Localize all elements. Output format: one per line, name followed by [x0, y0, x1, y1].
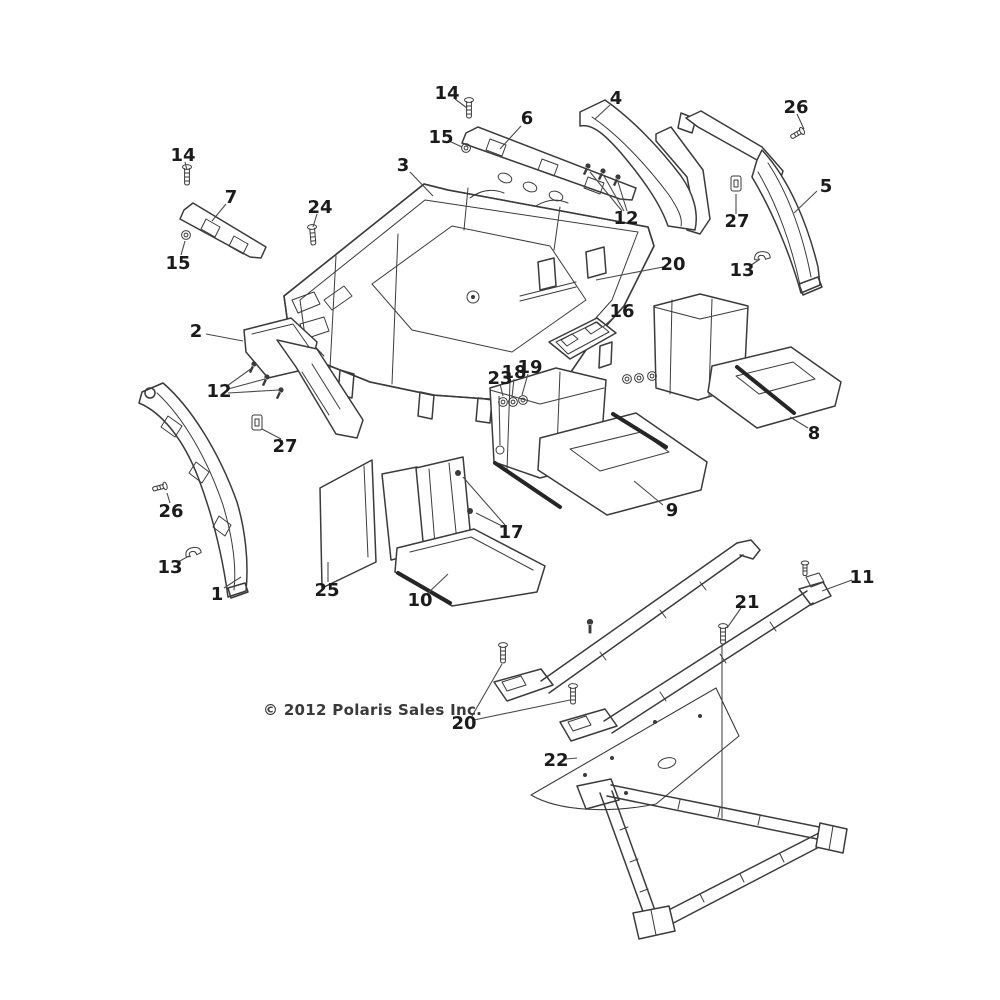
- callout-13-left: 13: [157, 557, 182, 578]
- callout-25: 25: [314, 580, 339, 601]
- callout-15-left: 15: [165, 253, 190, 274]
- callout-9: 9: [666, 500, 679, 521]
- part-22-lower-panel: [530, 645, 740, 819]
- callout-21: 21: [734, 592, 759, 613]
- part-2-fender-panel: [243, 317, 364, 439]
- callout-13-right: 13: [729, 260, 754, 281]
- bolt-17-a: [455, 470, 461, 476]
- bolt-12-left-3: [274, 386, 285, 400]
- callout-15-top: 15: [428, 127, 453, 148]
- part-16-bracket-plate: [548, 317, 617, 360]
- callout-18: 18: [501, 362, 526, 383]
- callout-4: 4: [610, 88, 623, 109]
- callout-26-right: 26: [783, 97, 808, 118]
- part-9-floor-panel: [489, 367, 708, 516]
- bolt-20-a: [498, 642, 508, 664]
- a-frame-support: [576, 778, 848, 940]
- fasteners: [151, 97, 810, 705]
- callout-14-top: 14: [434, 83, 459, 104]
- callout-7: 7: [225, 187, 238, 208]
- callout-22: 22: [543, 750, 568, 771]
- part-4-fender-panel: [579, 99, 711, 235]
- bolt-14-left: [182, 164, 192, 186]
- hook-13-left: [184, 545, 203, 560]
- leader-lines: [166, 98, 853, 760]
- copyright-text: © 2012 Polaris Sales Inc.: [263, 701, 483, 719]
- callout-17: 17: [498, 522, 523, 543]
- part-5-fender-support: [677, 110, 823, 296]
- callout-5: 5: [820, 176, 833, 197]
- callout-12-right: 12: [613, 208, 638, 229]
- bolt-21: [718, 623, 728, 645]
- bolt-rail-end: [800, 560, 810, 577]
- callout-19: 19: [517, 357, 542, 378]
- bolt-24: [306, 223, 319, 246]
- callout-11: 11: [849, 567, 874, 588]
- bolt-rail-mid: [586, 618, 594, 634]
- bolt-20-b: [568, 683, 578, 705]
- callout-10: 10: [407, 590, 432, 611]
- part-1-fender-support: [138, 382, 249, 599]
- part-6-support-rail: [461, 126, 637, 201]
- callout-27-right: 27: [724, 211, 749, 232]
- bolt-26-left: [151, 481, 169, 494]
- washer-right-2: [634, 373, 644, 383]
- callout-26-left: 26: [158, 501, 183, 522]
- clip-27-left: [251, 414, 263, 431]
- washer-right-1: [622, 374, 632, 384]
- callout-20-right: 20: [660, 254, 685, 275]
- callout-14-left: 14: [170, 145, 195, 166]
- callout-27-left: 27: [272, 436, 297, 457]
- bolt-26-right: [788, 126, 807, 142]
- callout-12-left: 12: [206, 381, 231, 402]
- part-10-floor-bracket: [381, 456, 546, 607]
- part-7-support-rail: [179, 202, 267, 259]
- side-rail-lower: [559, 572, 832, 742]
- callout-6: 6: [521, 108, 534, 129]
- callout-2: 2: [190, 321, 203, 342]
- part-8-floor-panel: [653, 293, 842, 429]
- callout-24: 24: [307, 197, 332, 218]
- callout-23: 23: [487, 368, 512, 389]
- part-25-panel-sheet: [319, 459, 377, 589]
- bolt-12-left-1: [247, 360, 258, 374]
- callout-3: 3: [397, 155, 410, 176]
- callout-labels: 14 6 15 3 4 26 12 27 5 13 20 16 14 7 24 …: [157, 83, 874, 771]
- callout-1: 1: [211, 584, 224, 605]
- callout-16: 16: [609, 301, 634, 322]
- callout-8: 8: [808, 423, 821, 444]
- callout-20-bottom: 20: [451, 713, 476, 734]
- bolt-17-b: [467, 508, 473, 514]
- washer-15-left: [181, 230, 191, 240]
- side-rail-upper: [493, 539, 761, 702]
- clip-27-right: [730, 175, 742, 192]
